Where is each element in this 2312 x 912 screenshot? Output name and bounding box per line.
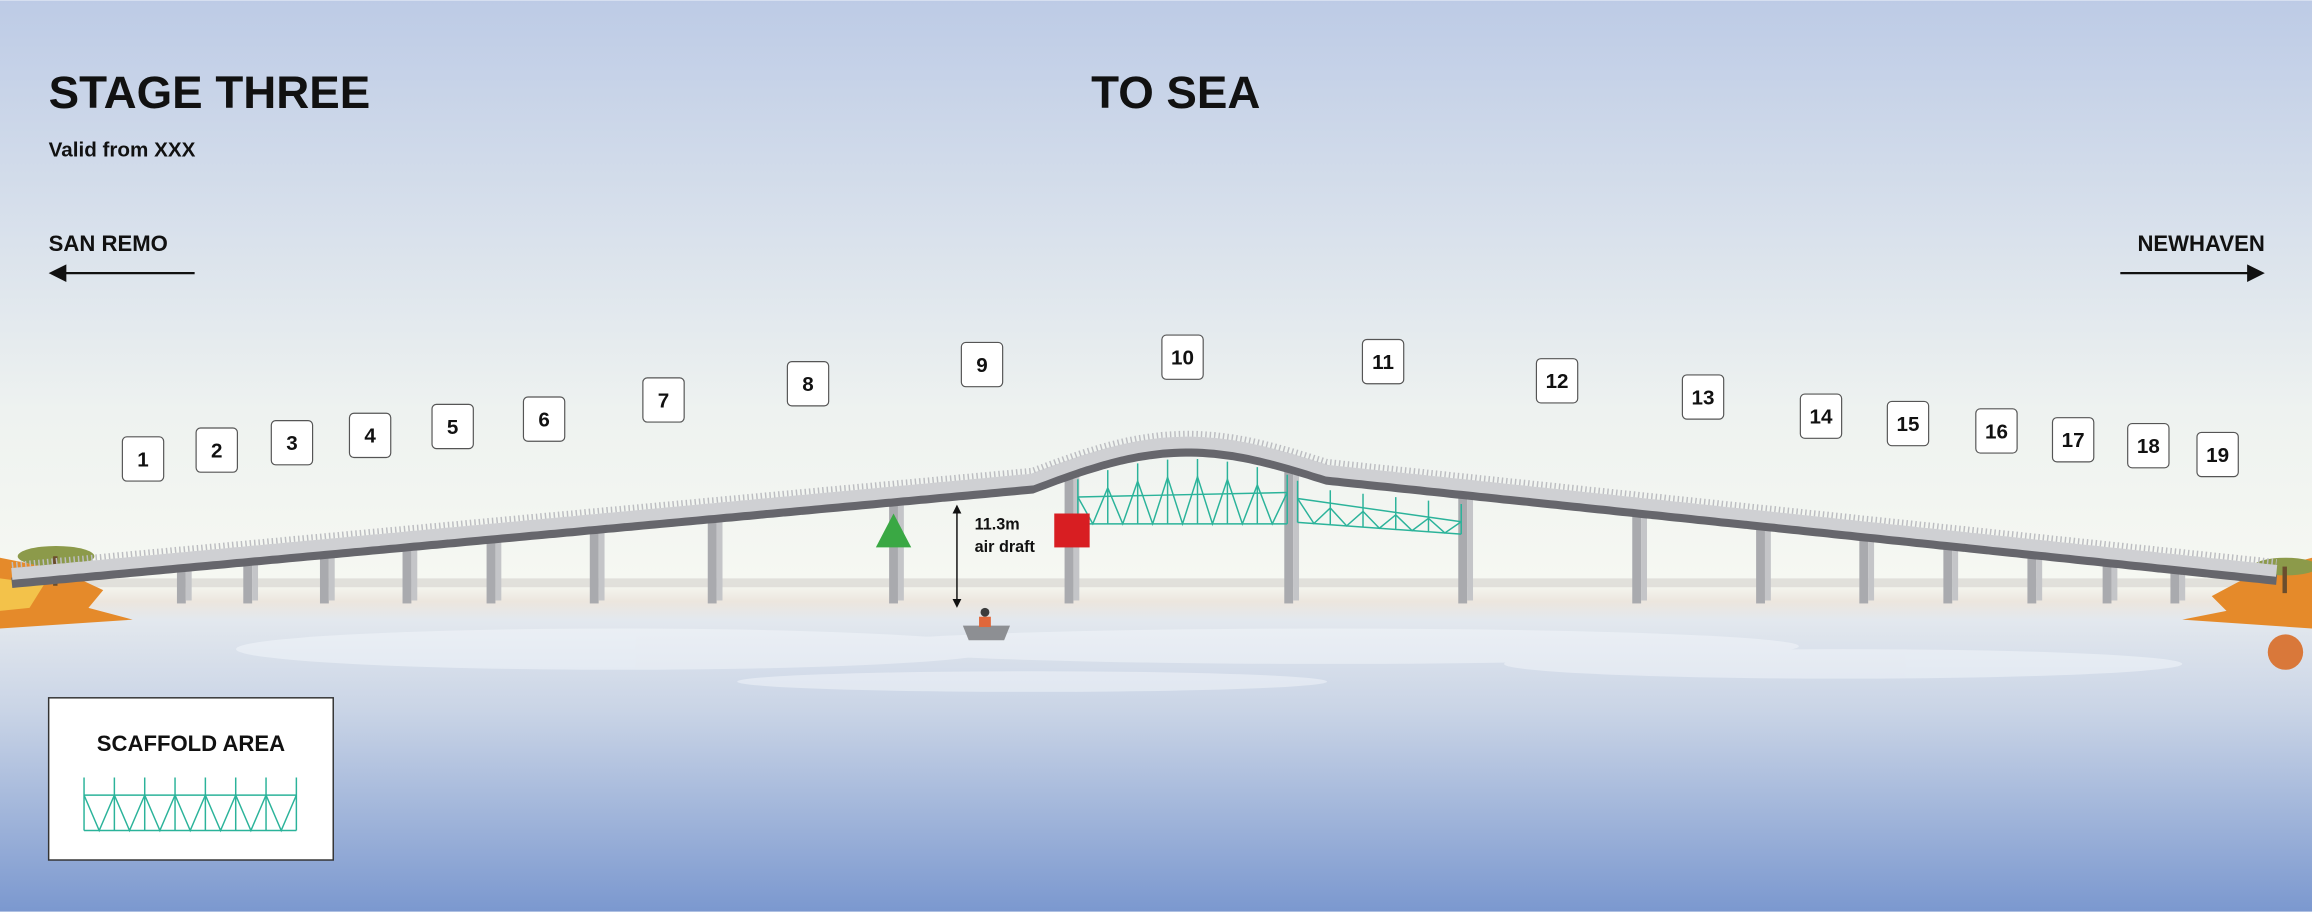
pier-label-text: 17 [2062, 429, 2085, 452]
pier-label-18: 18 [2127, 422, 2170, 469]
pier-label-text: 11 [1372, 351, 1394, 374]
page-title: STAGE THREE [49, 67, 371, 118]
deck-surface [11, 436, 2278, 580]
pier-label-text: 2 [211, 439, 222, 462]
tree-icon [17, 545, 95, 567]
pier-label-text: 13 [1692, 386, 1715, 409]
pier-label-8: 8 [786, 361, 830, 407]
air-draft-value: 11.3m [975, 516, 1020, 534]
pier-label-16: 16 [1975, 408, 2018, 454]
pier-label-6: 6 [522, 396, 566, 442]
pier-label-text: 1 [137, 448, 148, 471]
direction-right-label: NEWHAVEN [2137, 231, 2264, 256]
pier-label-text: 19 [2206, 444, 2229, 467]
pier-label-9: 9 [960, 341, 1004, 388]
pier-label-3: 3 [270, 420, 314, 466]
pier-label-text: 14 [1810, 406, 1833, 429]
arrow-left-icon [48, 264, 195, 283]
horizon-land [0, 578, 2312, 588]
bridge-pier [486, 539, 502, 604]
air-draft-label: air draft [975, 538, 1036, 556]
pier-label-text: 15 [1897, 413, 1920, 436]
pier-label-1: 1 [121, 436, 165, 482]
pier-label-text: 7 [658, 389, 669, 412]
pier-label-text: 10 [1171, 347, 1194, 370]
scaffold-legend-icon [83, 777, 298, 833]
pier-label-19: 19 [2196, 431, 2239, 478]
bridge-pier [589, 530, 605, 604]
boat-icon [962, 607, 1011, 641]
bridge-pier [2102, 563, 2118, 604]
water-ripples [235, 628, 2183, 692]
bridge-pier [707, 519, 723, 604]
pier-label-text: 4 [364, 425, 376, 448]
bridge-railing [11, 430, 2277, 569]
pier-label-text: 5 [447, 416, 458, 439]
pier-label-text: 12 [1546, 370, 1569, 393]
pier-label-14: 14 [1799, 393, 1843, 439]
arrow-right-icon [2120, 264, 2265, 283]
pier-label-4: 4 [348, 412, 392, 459]
bridge-pier [1284, 470, 1300, 604]
pier-label-text: 18 [2137, 435, 2160, 458]
valid-from-text: Valid from XXX [49, 139, 196, 162]
bridge-pier [1458, 495, 1474, 604]
pier-label-2: 2 [195, 427, 238, 473]
pier-label-13: 13 [1681, 374, 1725, 420]
pier-label-text: 6 [538, 409, 549, 432]
bridge-pier [1859, 537, 1875, 604]
pier-label-text: 8 [802, 373, 813, 396]
bridge-pier [2027, 555, 2043, 604]
bridge-pier [1943, 546, 1959, 604]
pier-label-5: 5 [431, 403, 474, 450]
pier-label-7: 7 [642, 377, 685, 423]
scaffold-truss [1077, 459, 1462, 535]
deck-underside [11, 446, 2278, 588]
bridge-pier [402, 547, 418, 604]
pier-label-11: 11 [1361, 338, 1405, 385]
pier-label-text: 9 [976, 354, 987, 377]
pier-label-text: 3 [286, 432, 297, 455]
pier-label-17: 17 [2051, 417, 2095, 463]
bridge-pier [176, 568, 192, 604]
bridge-deck [11, 430, 2278, 588]
pier-label-15: 15 [1886, 400, 1930, 447]
bridge-pier [319, 555, 335, 604]
red-starboard-marker-icon [1054, 513, 1090, 548]
air-draft-arrow-icon [952, 504, 962, 608]
bridge-pier [889, 502, 904, 604]
legend-label: SCAFFOLD AREA [97, 731, 285, 756]
green-port-marker-icon [875, 513, 912, 548]
bridge-pier [2170, 570, 2186, 604]
legend-box: SCAFFOLD AREA [47, 697, 334, 861]
direction-left-label: SAN REMO [49, 231, 168, 256]
bridge-pier [1756, 527, 1771, 604]
direction-title: TO SEA [1091, 67, 1260, 118]
pier-label-10: 10 [1161, 334, 1204, 380]
bridge-pier [243, 562, 259, 604]
pier-label-text: 16 [1985, 420, 2008, 443]
bridge-pier [1632, 514, 1648, 604]
pier-label-12: 12 [1535, 358, 1579, 404]
